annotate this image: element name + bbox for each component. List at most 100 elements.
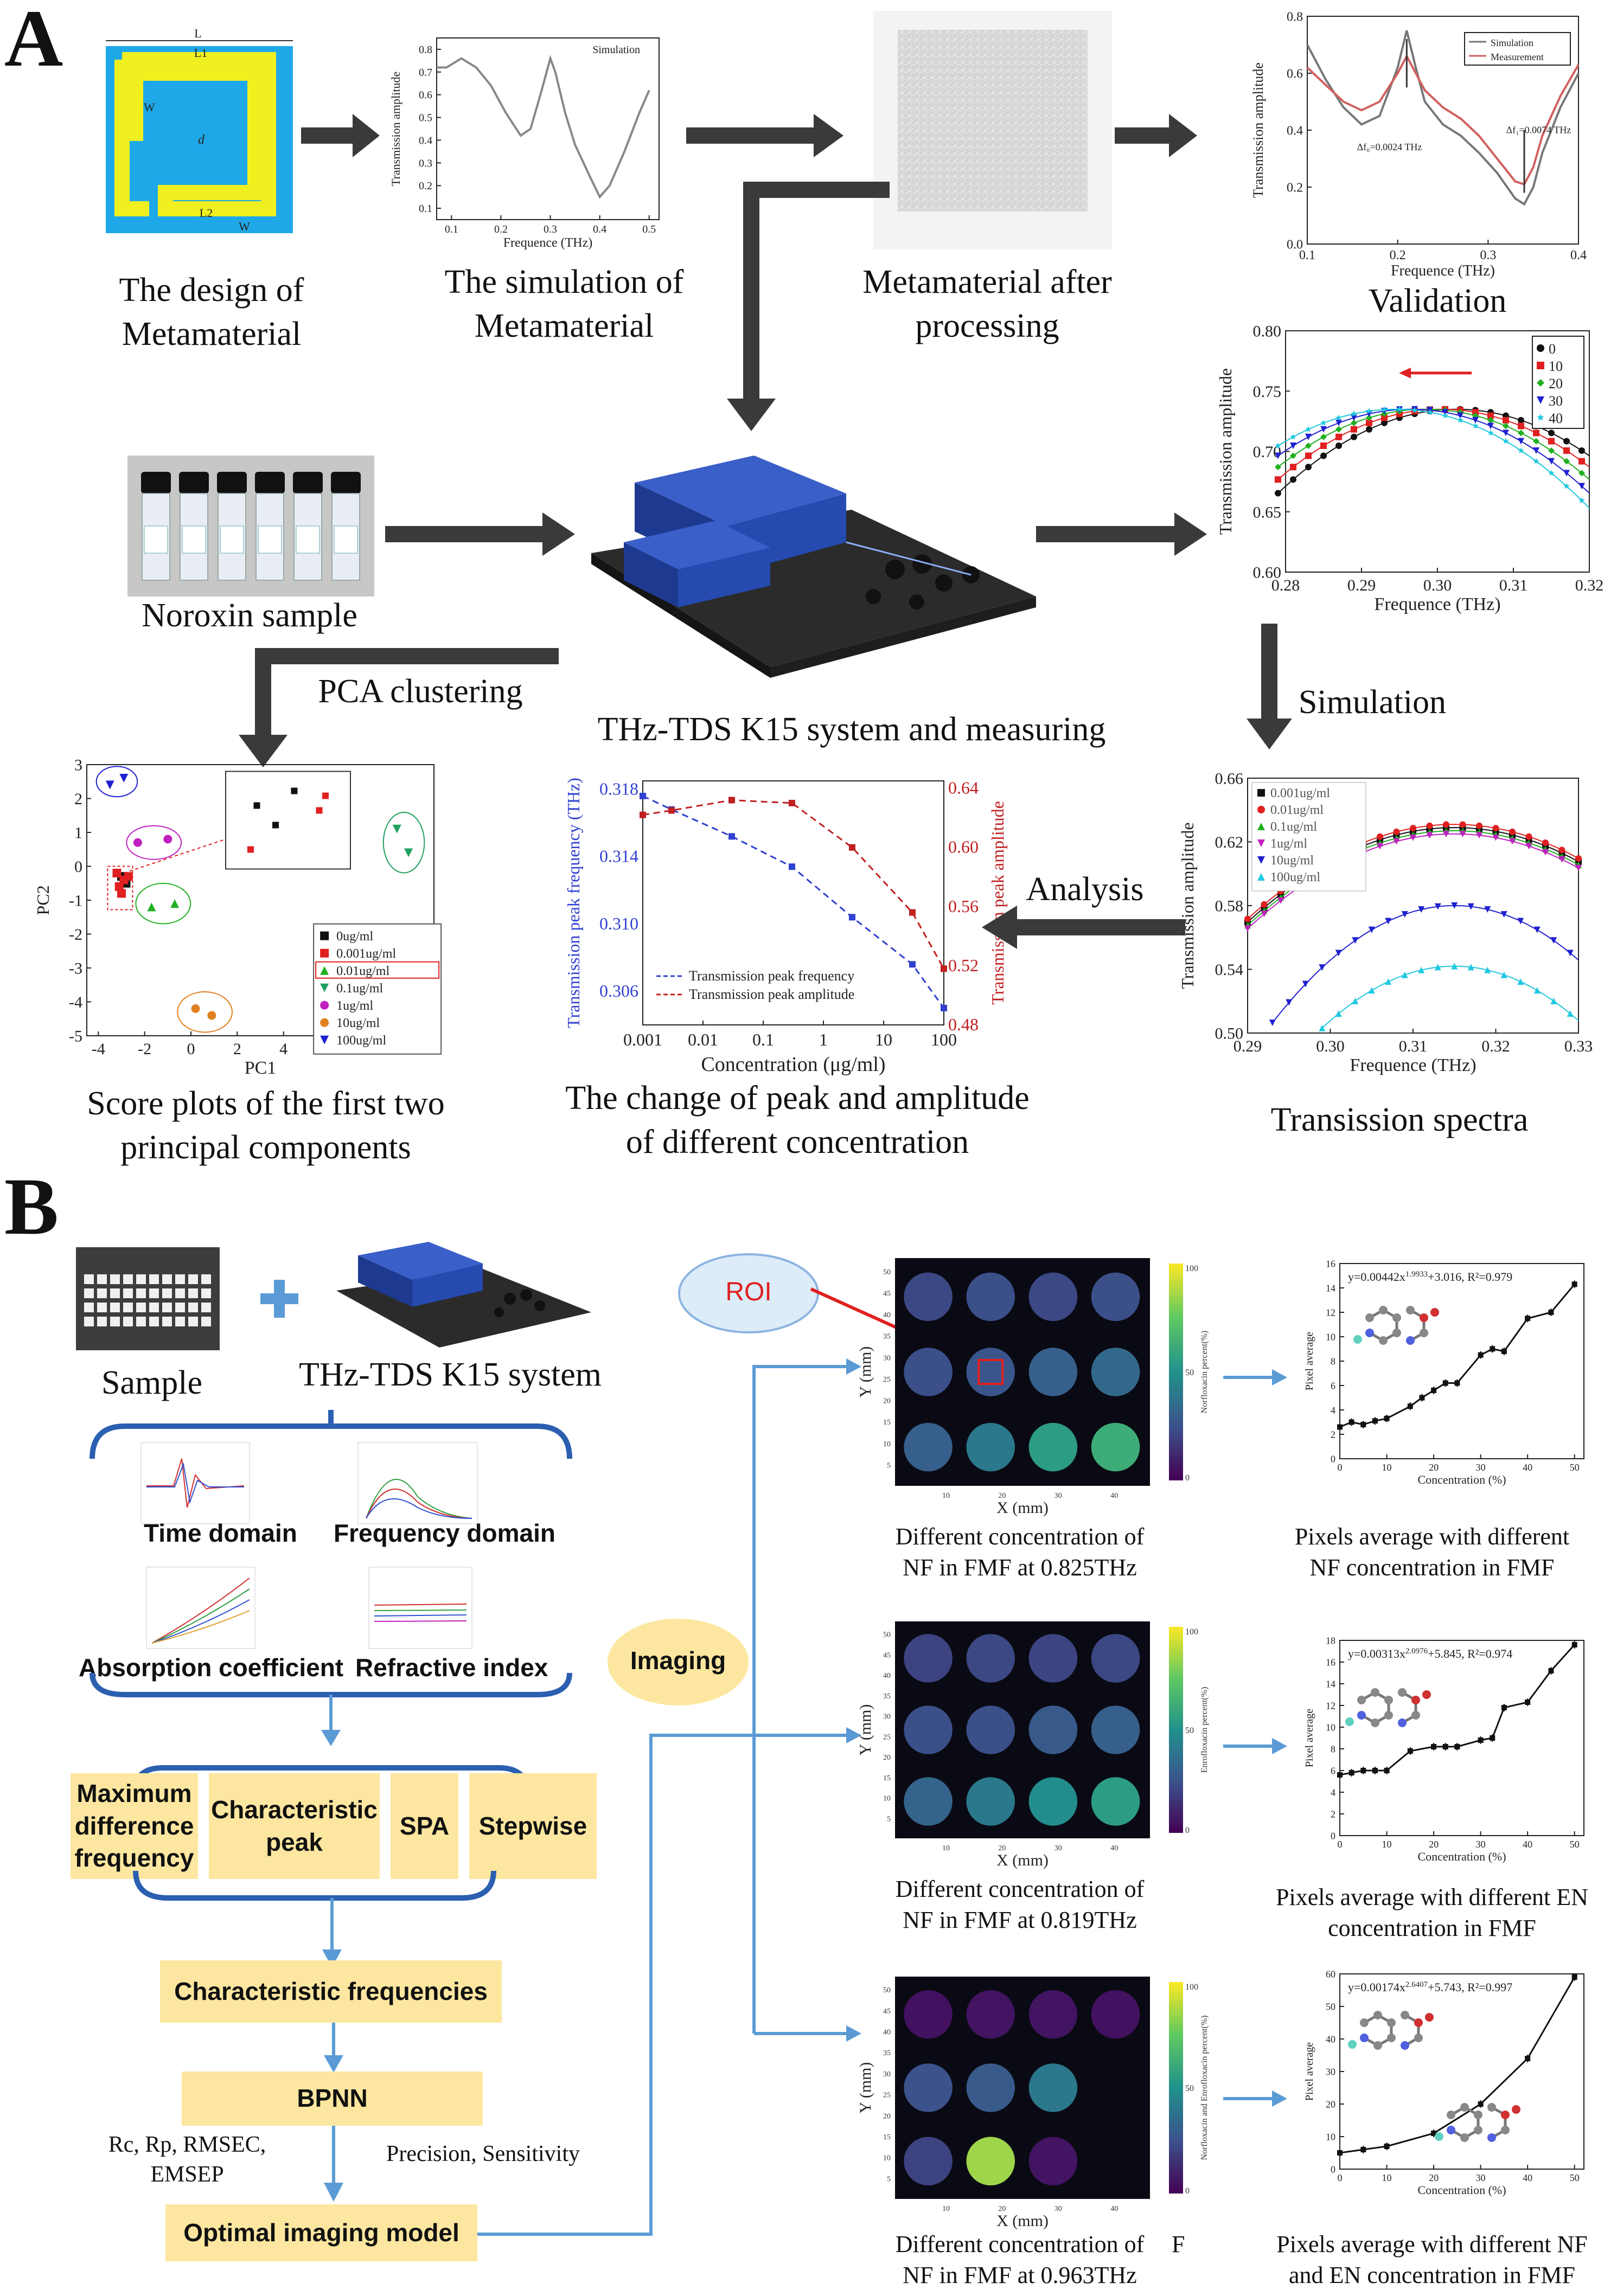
y-tick-label: 16 — [1326, 1657, 1335, 1668]
imaging-ellipse — [608, 1619, 749, 1705]
colorbar — [1169, 1982, 1183, 2194]
legend-marker — [1537, 362, 1544, 369]
x-tick-label: 30 — [1476, 1462, 1486, 1473]
sample-disc — [904, 1422, 953, 1472]
roi-label: ROI — [725, 1278, 772, 1306]
x-tick-label: 30 — [1054, 1844, 1062, 1852]
x-tick-label: 50 — [1570, 1839, 1580, 1850]
transmission-point — [1525, 843, 1532, 850]
noroxin-sample-photo — [127, 456, 374, 597]
atom — [1406, 1306, 1415, 1314]
atom — [1379, 1306, 1388, 1314]
sample-disc — [1091, 1634, 1140, 1683]
stray-letter: F — [1172, 2231, 1185, 2257]
y-tick-label: 0.80 — [1253, 323, 1282, 341]
legend-marker — [320, 948, 329, 958]
pixel-average-point — [1431, 1388, 1437, 1393]
legend-entry: 0ug/ml — [336, 929, 373, 944]
shift-point — [1381, 414, 1388, 421]
pca-point — [207, 1011, 216, 1020]
legend-entry: 1ug/ml — [336, 999, 373, 1013]
atom — [1373, 2041, 1382, 2050]
peak-frequency-point — [788, 863, 795, 870]
y-tick-label: 0 — [1331, 2164, 1335, 2175]
shift-point — [1351, 433, 1357, 440]
x-tick-label: 20 — [998, 1492, 1006, 1500]
sample-disc — [966, 1705, 1015, 1754]
sample-disc — [1091, 1777, 1140, 1826]
transmission-point — [1509, 838, 1516, 845]
pca-score-chart: -4-20246810-5-4-3-2-10123PC1PC20ug/ml0.0… — [33, 756, 442, 1078]
pixel-average-line — [1339, 1644, 1575, 1776]
transmission-point — [1484, 906, 1491, 913]
plus-icon — [260, 1280, 298, 1318]
x-tick-label: 10 — [1382, 2172, 1392, 2183]
tablet — [97, 1288, 107, 1298]
cluster-ellipse — [95, 766, 138, 798]
arrow-to-bpnn — [324, 2023, 343, 2073]
method-characteristic-peak: Characteristic peak — [209, 1773, 380, 1879]
atom — [1487, 2133, 1496, 2142]
atom — [1425, 2013, 1434, 2022]
pca-point — [114, 882, 124, 891]
tablet — [136, 1274, 146, 1284]
shift-point — [1548, 470, 1555, 476]
pixel-average-point — [1337, 1772, 1343, 1778]
y-tick-label: 0.2 — [419, 180, 432, 192]
peak-amplitude-line — [642, 799, 945, 970]
y-tick-label: 20 — [883, 2112, 891, 2120]
transmission-point — [1377, 833, 1383, 840]
y-tick-label: 40 — [883, 2029, 891, 2037]
x-tick-label: 0.1 — [1299, 248, 1315, 262]
legend-marker — [1257, 789, 1265, 797]
y-tick-label: 40 — [883, 1311, 891, 1319]
atom — [1430, 1308, 1439, 1317]
tablet — [84, 1317, 94, 1326]
y-left-tick-label: 0.310 — [599, 914, 638, 933]
y-tick-label: 50 — [1326, 2001, 1335, 2012]
shift-point — [1487, 412, 1494, 419]
y-tick-label: 5 — [887, 2175, 891, 2183]
colorbar-min: 0 — [1185, 1473, 1190, 1483]
sample-disc — [904, 1777, 953, 1826]
thz-tds-system-illustration — [591, 456, 1036, 678]
pca-point — [119, 774, 129, 783]
y-tick-label: 60 — [1326, 1968, 1335, 1979]
x-axis-label: Frequence (THz) — [1374, 594, 1500, 614]
shift-point — [1548, 458, 1555, 465]
colorbar-max: 100 — [1185, 1627, 1198, 1637]
x-tick-label: 0.1 — [752, 1030, 774, 1049]
inset-point — [253, 802, 260, 809]
atom — [1348, 2040, 1357, 2049]
feature-bracket — [90, 1410, 572, 1459]
transmission-point — [1434, 964, 1441, 971]
transmission-point — [1575, 855, 1582, 862]
atom — [1353, 1335, 1362, 1344]
transmission-point — [1567, 1010, 1574, 1017]
shift-point — [1563, 458, 1570, 465]
pixel-average-point — [1501, 1349, 1507, 1354]
shift-point — [1563, 470, 1570, 477]
y-tick-label: 35 — [883, 1692, 891, 1701]
shift-point — [1366, 408, 1372, 414]
cluster-ellipse — [126, 825, 182, 860]
x-tick-label: 0.28 — [1271, 576, 1300, 594]
x-tick-label: 1 — [819, 1030, 828, 1049]
transmission-point — [1517, 978, 1524, 985]
refractive-thumbnail — [368, 1567, 472, 1649]
x-tick-label: 0.3 — [1480, 248, 1496, 262]
legend-entry: Measurement — [1491, 52, 1544, 62]
tablet — [149, 1303, 159, 1312]
design-label-l: L — [194, 27, 201, 40]
shift-point — [1487, 429, 1494, 436]
x-tick-label: 0.30 — [1316, 1037, 1345, 1055]
atom — [1474, 2111, 1482, 2119]
transmission-point — [1426, 822, 1433, 829]
y-left-axis-label: Transmission peak frequency (THz) — [564, 778, 583, 1028]
x-tick-label: 30 — [1476, 1839, 1486, 1850]
